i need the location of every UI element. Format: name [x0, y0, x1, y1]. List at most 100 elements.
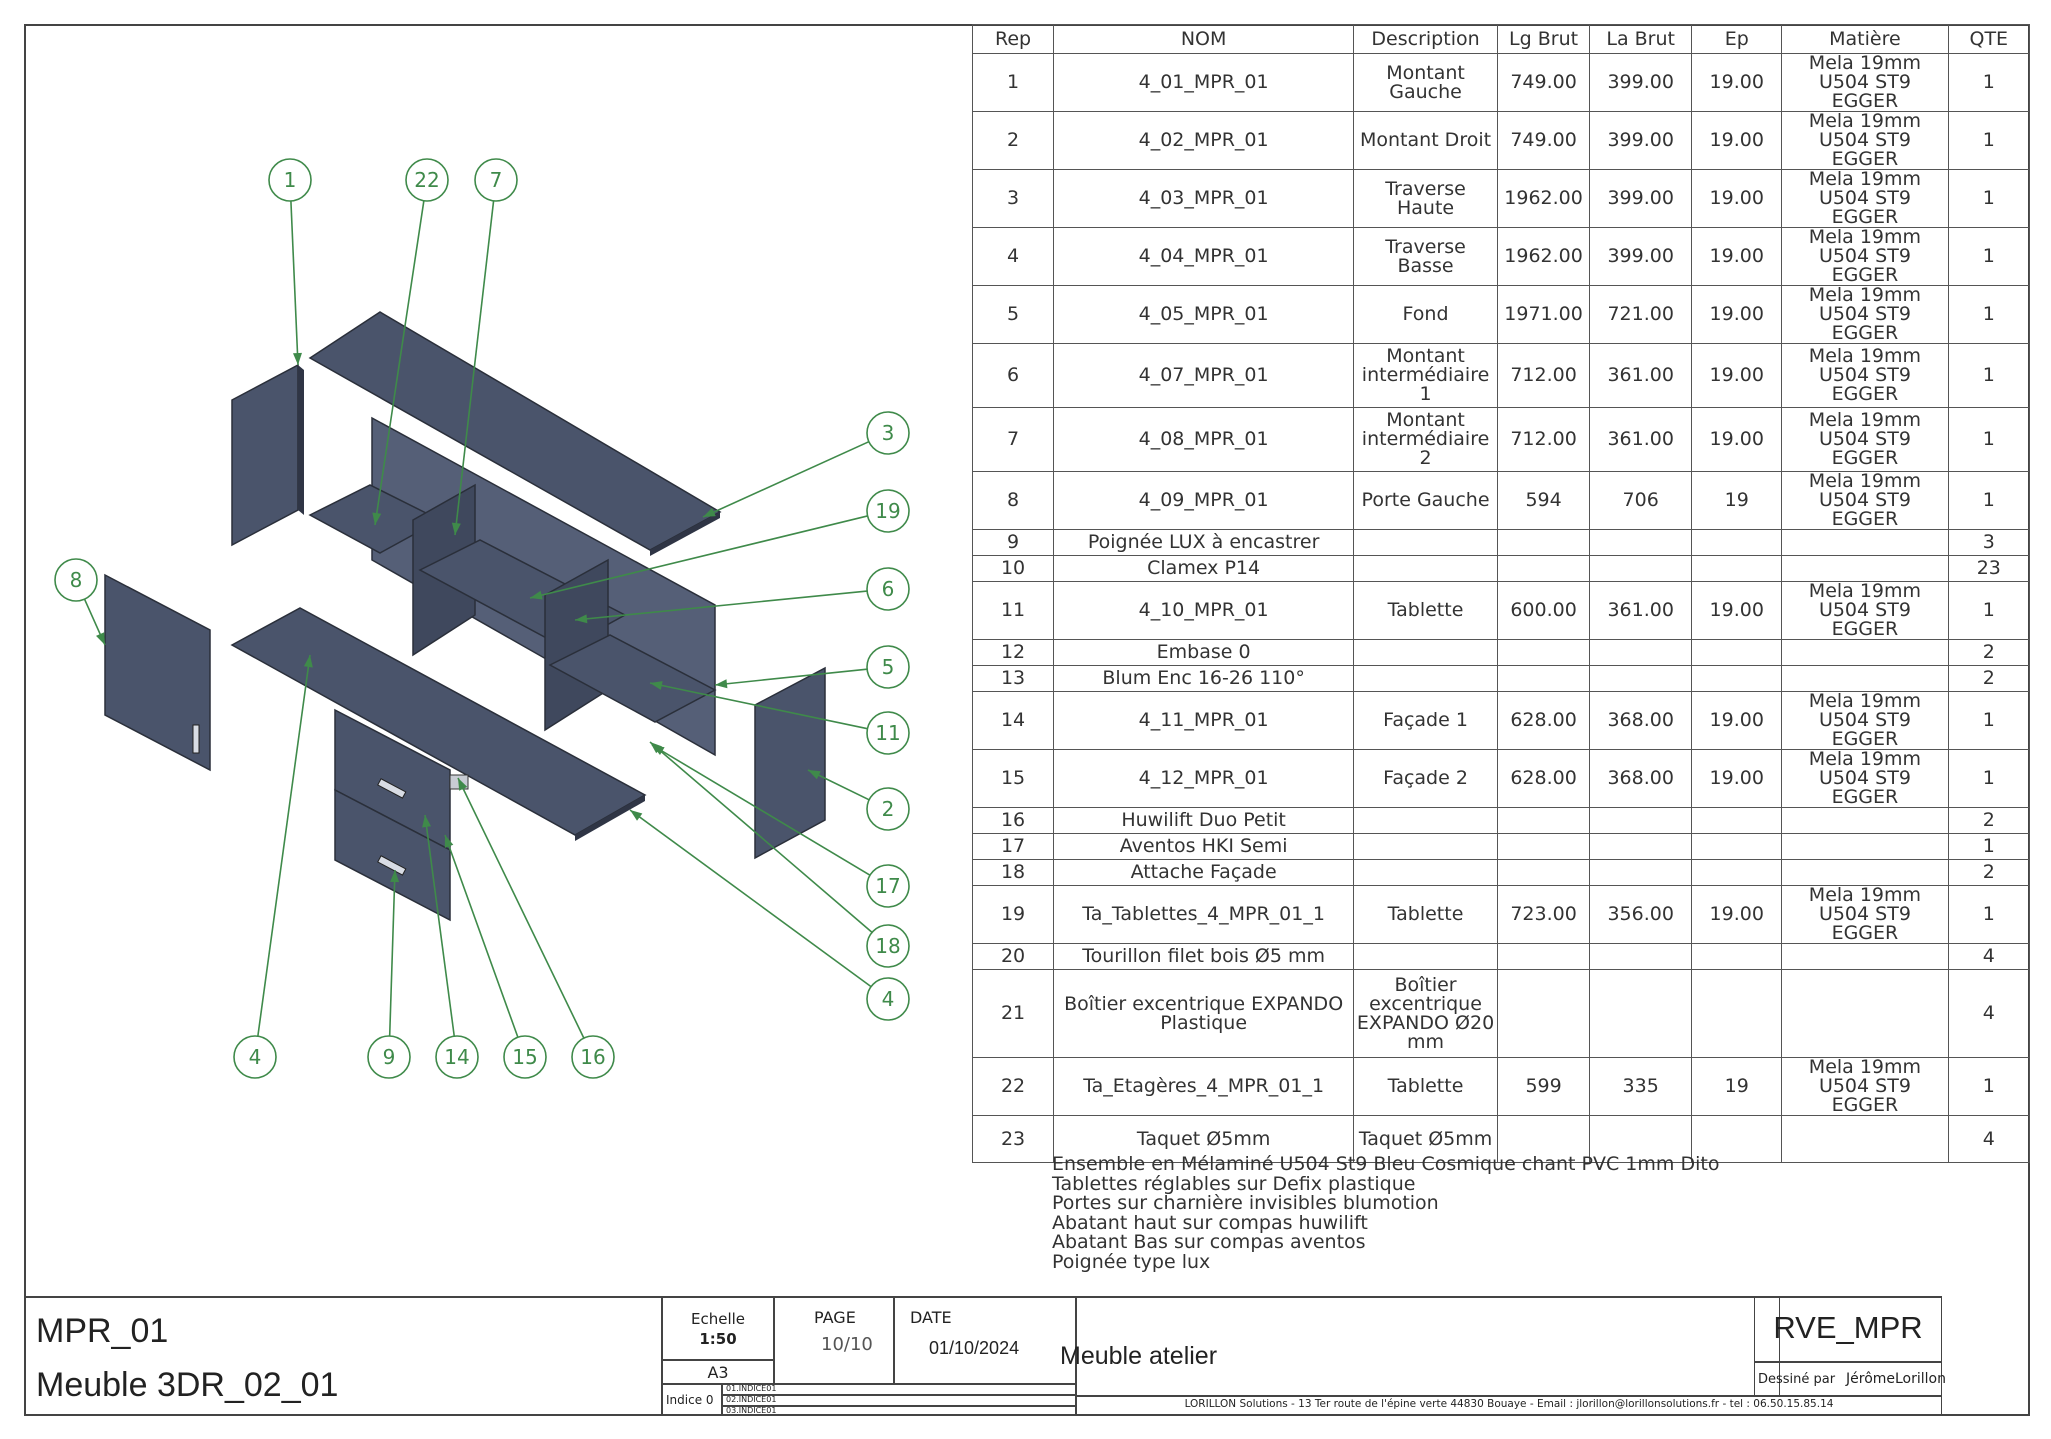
- leader-line: [629, 809, 872, 988]
- cell-qte: 1: [1947, 407, 2031, 472]
- cell-la: 368.00: [1589, 691, 1693, 750]
- cell-ep: 19.00: [1691, 53, 1783, 112]
- cell-mat: [1781, 639, 1949, 666]
- note-line: Abatant Bas sur compas aventos: [1052, 1231, 1366, 1254]
- cell-rep: 16: [971, 807, 1055, 834]
- cell-mat: Mela 19mm U504 ST9 EGGER: [1781, 471, 1949, 530]
- cell-nom: 4_04_MPR_01: [1053, 227, 1355, 286]
- cell-la: 368.00: [1589, 749, 1693, 808]
- leader-line: [454, 200, 495, 536]
- leader-lines: [83, 200, 873, 1039]
- cell-desc: Porte Gauche: [1353, 471, 1498, 530]
- balloon-circle: [866, 489, 910, 533]
- cell-nom: 4_09_MPR_01: [1053, 471, 1355, 530]
- cell-la: 706: [1589, 471, 1693, 530]
- leader-arrowhead: [458, 778, 468, 791]
- cell-mat: Mela 19mm U504 ST9 EGGER: [1781, 581, 1949, 640]
- cell-nom: Blum Enc 16-26 110°: [1053, 665, 1355, 692]
- cell-lg: [1496, 807, 1591, 834]
- cell-desc: Tablette: [1353, 1057, 1498, 1116]
- cell-rep: 19: [971, 885, 1055, 944]
- cell-ep: 19.00: [1691, 111, 1783, 170]
- tb-date-cell: [894, 1296, 1076, 1384]
- col-qte: QTE: [1947, 24, 2031, 54]
- cell-desc: Façade 1: [1353, 691, 1498, 750]
- tb-indice-3: 03.INDICE01: [726, 1406, 777, 1415]
- cell-mat: Mela 19mm U504 ST9 EGGER: [1781, 53, 1949, 112]
- panel-montant-gauche-edge: [298, 365, 304, 515]
- note-line: Abatant haut sur compas huwilift: [1052, 1211, 1368, 1234]
- cell-ep: [1691, 969, 1783, 1058]
- cell-lg: [1496, 859, 1591, 886]
- tb-drawn-by: JérômeLorillon: [1846, 1371, 1946, 1387]
- tb-drawn-by-cell: [1754, 1362, 1942, 1396]
- tb-company-cell: [1076, 1396, 1942, 1416]
- cell-mat: Mela 19mm U504 ST9 EGGER: [1781, 343, 1949, 408]
- balloon-circle: [54, 558, 98, 602]
- cell-nom: 4_08_MPR_01: [1053, 407, 1355, 472]
- balloon-label: 1: [284, 168, 297, 192]
- cell-mat: Mela 19mm U504 ST9 EGGER: [1781, 691, 1949, 750]
- balloon-circle: [866, 924, 910, 968]
- cell-lg: 599: [1496, 1057, 1591, 1116]
- leader-line: [649, 741, 873, 933]
- cell-nom: 4_11_MPR_01: [1053, 691, 1355, 750]
- cell-nom: Ta_Tablettes_4_MPR_01_1: [1053, 885, 1355, 944]
- cell-la: [1589, 555, 1693, 582]
- cell-mat: [1781, 833, 1949, 860]
- balloon-label: 18: [875, 934, 900, 958]
- cell-qte: 2: [1947, 665, 2031, 692]
- cell-nom: 4_12_MPR_01: [1053, 749, 1355, 808]
- cell-lg: 594: [1496, 471, 1591, 530]
- cell-rep: 21: [971, 969, 1055, 1058]
- cell-nom: Embase 0: [1053, 639, 1355, 666]
- tb-echelle-value: 1:50: [699, 1330, 737, 1348]
- cell-la: 335: [1589, 1057, 1693, 1116]
- cell-desc: [1353, 859, 1498, 886]
- cell-qte: 1: [1947, 53, 2031, 112]
- col-la-brut: La Brut: [1589, 24, 1693, 54]
- cell-rep: 14: [971, 691, 1055, 750]
- tb-ref-cell: [1754, 1296, 1942, 1362]
- leader-line: [388, 869, 396, 1037]
- cell-mat: [1781, 807, 1949, 834]
- balloon-label: 22: [414, 168, 439, 192]
- balloon-label: 19: [875, 499, 900, 523]
- cell-desc: [1353, 833, 1498, 860]
- door-handle: [192, 724, 200, 754]
- cell-qte: 1: [1947, 885, 2031, 944]
- cell-la: 399.00: [1589, 227, 1693, 286]
- leader-arrowhead: [96, 632, 105, 645]
- tb-part-name: Meuble 3DR_02_01: [36, 1366, 339, 1404]
- col-matiere: Matière: [1781, 24, 1949, 54]
- cell-nom: 4_10_MPR_01: [1053, 581, 1355, 640]
- cell-lg: [1496, 969, 1591, 1058]
- cell-la: [1589, 665, 1693, 692]
- cell-desc: Montant intermédiaire 1: [1353, 343, 1498, 408]
- balloon-circle: [367, 1035, 411, 1079]
- cell-mat: [1781, 859, 1949, 886]
- tb-indice-1: 01.INDICE01: [726, 1384, 777, 1393]
- bom-header-row: Rep NOM Description Lg Brut La Brut Ep M…: [971, 24, 2031, 54]
- leader-line: [649, 682, 868, 730]
- tb-title: Meuble atelier: [1060, 1342, 1218, 1370]
- balloon-label: 4: [882, 987, 895, 1011]
- balloon-circle: [268, 158, 312, 202]
- cell-qte: 2: [1947, 807, 2031, 834]
- cell-mat: Mela 19mm U504 ST9 EGGER: [1781, 407, 1949, 472]
- cell-rep: 8: [971, 471, 1055, 530]
- cell-lg: [1496, 639, 1591, 666]
- cell-nom: 4_03_MPR_01: [1053, 169, 1355, 228]
- balloon-circle: [866, 567, 910, 611]
- cell-rep: 13: [971, 665, 1055, 692]
- balloon-label: 17: [875, 874, 900, 898]
